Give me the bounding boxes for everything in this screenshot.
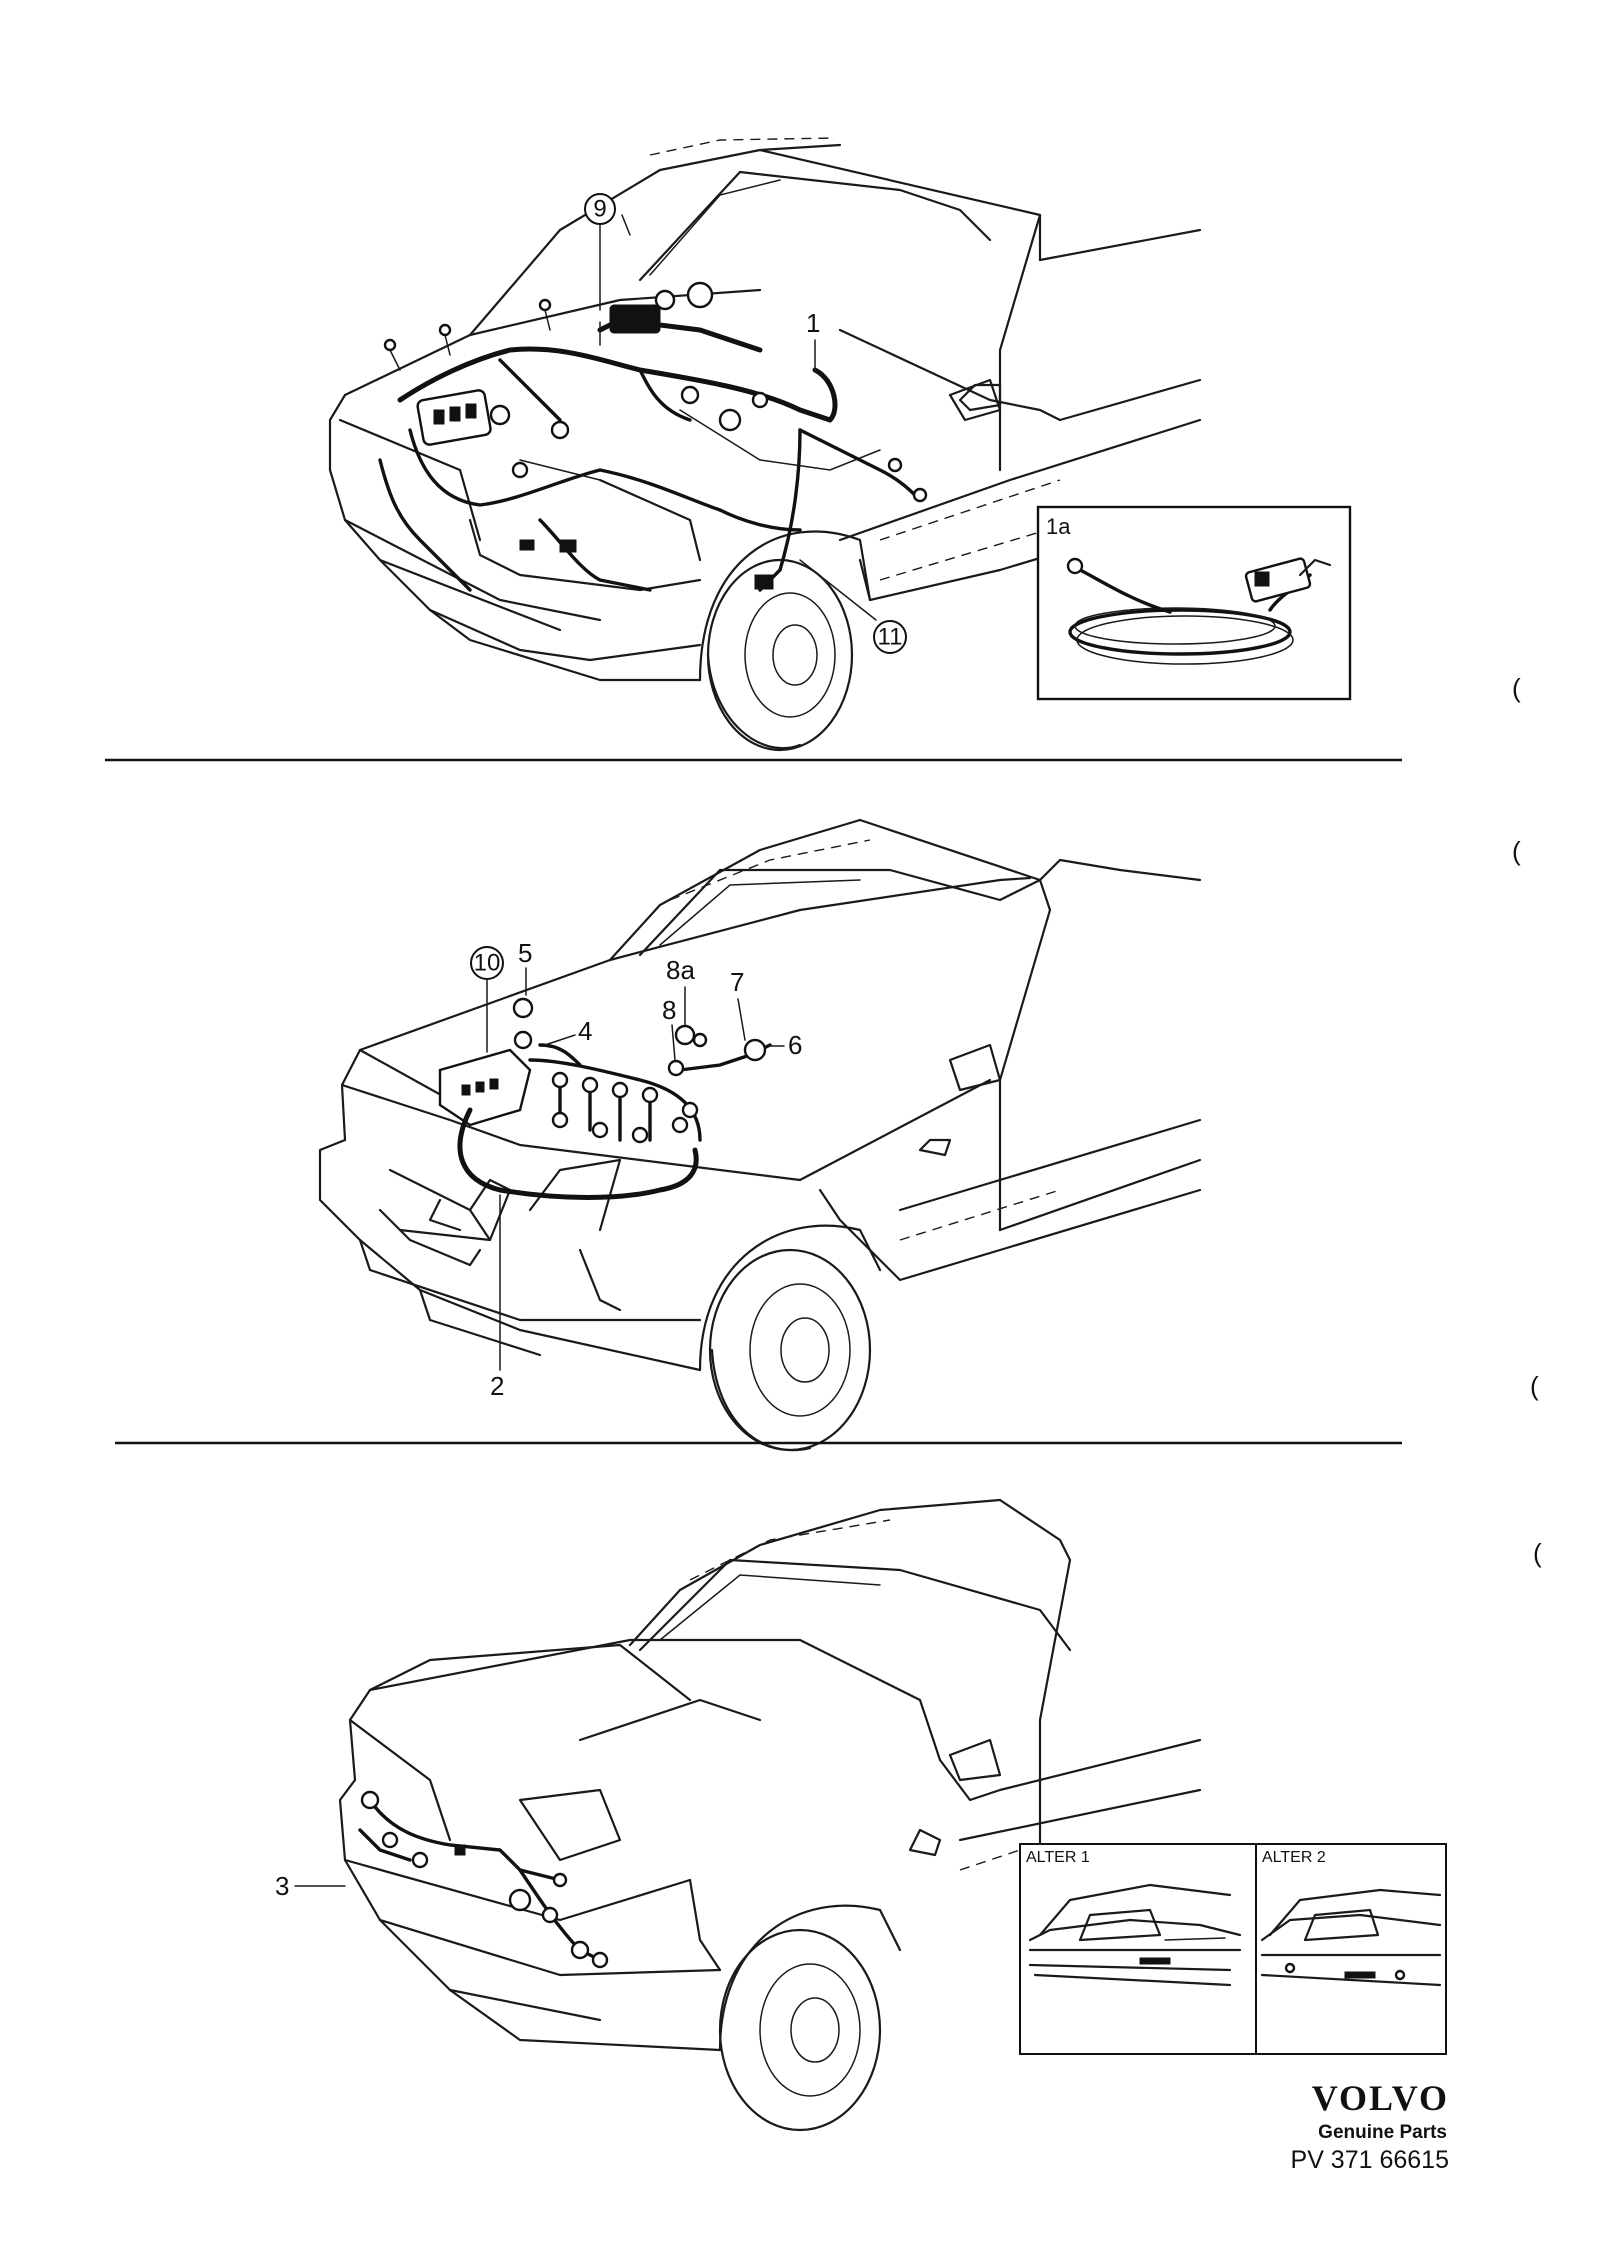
- callout-6: 6: [767, 1030, 802, 1060]
- callout-11-label: 11: [878, 624, 903, 651]
- margin-mark: (: [1533, 1538, 1542, 1568]
- callout-8a: 8a: [666, 955, 695, 1027]
- car-illustration-bottom: [338, 1498, 1202, 2132]
- callout-11: 11: [799, 559, 907, 654]
- margin-mark: (: [1512, 836, 1521, 866]
- car-illustration-middle: [318, 818, 1202, 1452]
- callout-5: 5: [518, 938, 532, 996]
- callout-7-label: 7: [730, 967, 744, 997]
- callout-4: 4: [544, 1016, 592, 1046]
- callout-8a-label: 8a: [666, 955, 695, 985]
- footer-block: VOLVO Genuine Parts PV 371 66615: [1291, 2078, 1449, 2174]
- callout-7: 7: [730, 967, 746, 1041]
- callout-9: 9: [584, 193, 616, 311]
- inset-alter-2: ALTER 2: [1255, 1843, 1447, 2055]
- callout-9-label: 9: [593, 196, 606, 223]
- callout-1-label: 1: [806, 308, 820, 338]
- margin-mark: (: [1530, 1371, 1539, 1401]
- callout-8-label: 8: [662, 995, 676, 1025]
- callout-2: 2: [490, 1194, 504, 1401]
- margin-marks: ( ( ( (: [1512, 673, 1542, 1568]
- callout-5-label: 5: [518, 938, 532, 968]
- callout-1: 1: [806, 308, 820, 373]
- callout-2-label: 2: [490, 1371, 504, 1401]
- callout-6-label: 6: [788, 1030, 802, 1060]
- callout-10: 10: [470, 946, 504, 1053]
- margin-mark: (: [1512, 673, 1521, 703]
- callout-10-label: 10: [474, 950, 501, 977]
- callout-3: 3: [275, 1871, 346, 1901]
- part-reference-number: PV 371 66615: [1291, 2146, 1449, 2174]
- inset-1a-label: 1a: [1046, 514, 1071, 539]
- inset-alter-1-label: ALTER 1: [1026, 1849, 1090, 1866]
- callout-4-label: 4: [578, 1016, 592, 1046]
- inset-alter-1: ALTER 1: [1019, 1843, 1257, 2055]
- callout-3-label: 3: [275, 1871, 289, 1901]
- genuine-parts-label: Genuine Parts: [1318, 2122, 1447, 2143]
- brand-logo: VOLVO: [1312, 2078, 1449, 2118]
- inset-alter-2-label: ALTER 2: [1262, 1849, 1326, 1866]
- callout-8: 8: [662, 995, 676, 1061]
- inset-1a: 1a: [1036, 505, 1352, 701]
